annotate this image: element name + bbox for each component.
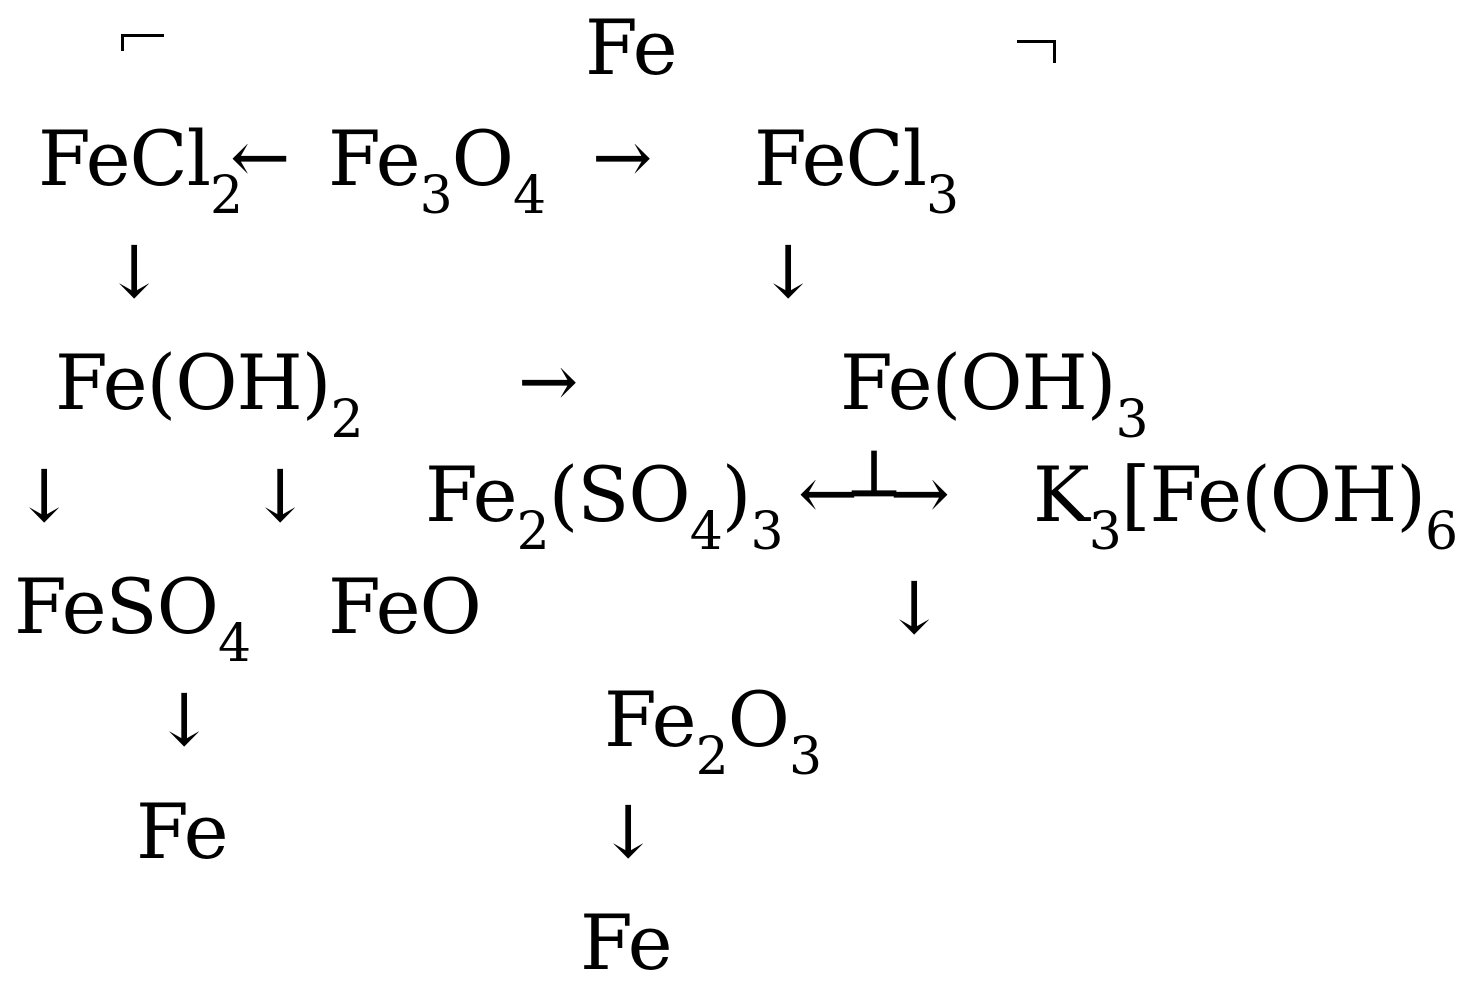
compound-feoh2: Fe(OH)2 xyxy=(55,345,364,447)
compound-fecl2: FeCl2 xyxy=(38,121,243,223)
compound-fe2o3: Fe2O3 xyxy=(604,682,822,784)
fe2so43-subscript-2: 4 xyxy=(689,502,723,562)
k3feoh6-subscript-2: 6 xyxy=(1424,502,1458,562)
fe-bottom-left-text: Fe xyxy=(136,787,229,876)
fecl2-text: FeCl xyxy=(38,114,211,203)
feoh2-text: Fe(OH) xyxy=(55,338,331,427)
compound-fe-top: Fe xyxy=(585,10,678,86)
compound-feoh3: Fe(OH)3 xyxy=(840,345,1149,447)
arrow-feoh2-to-feoh3: → xyxy=(518,339,579,423)
fe2o3-text-2: O xyxy=(727,675,790,764)
k3feoh6-subscript-1: 3 xyxy=(1088,502,1122,562)
fecl3-text: FeCl xyxy=(754,114,927,203)
fe3o4-subscript-2: 4 xyxy=(512,166,546,226)
compound-fecl3: FeCl3 xyxy=(754,121,959,223)
k3feoh6-text-2: [Fe(OH) xyxy=(1120,450,1426,539)
fe-top-text: Fe xyxy=(585,3,678,92)
feso4-text: FeSO xyxy=(14,562,219,651)
fecl2-subscript: 2 xyxy=(210,166,243,226)
arrow-feoh3-to-fe2o3: ↓ xyxy=(884,566,945,650)
bracket-corner-right xyxy=(1017,40,1056,63)
arrow-feoh2-to-feo: ↓ xyxy=(250,454,311,538)
arrow-feoh3-branch: ←┴→ xyxy=(798,451,950,535)
fe3o4-subscript-1: 3 xyxy=(419,166,453,226)
arrow-fecl2-down: ↓ xyxy=(104,230,165,314)
feo-text: FeO xyxy=(328,562,482,651)
feoh2-subscript: 2 xyxy=(330,390,363,450)
compound-fe3o4: Fe3O4 xyxy=(328,121,546,223)
fe-bottom-center-text: Fe xyxy=(580,898,673,987)
bracket-corner-left xyxy=(121,34,164,51)
feoh3-subscript: 3 xyxy=(1115,390,1148,450)
fecl3-subscript: 3 xyxy=(926,166,959,226)
arrow-fe2o3-to-fe: ↓ xyxy=(598,790,659,874)
fe3o4-text-2: O xyxy=(451,114,514,203)
feso4-subscript: 4 xyxy=(217,614,251,674)
compound-fe-bottom-center: Fe xyxy=(580,905,673,981)
fe2so43-text-2: (SO xyxy=(548,450,691,539)
fe2so43-subscript-3: 3 xyxy=(750,502,783,562)
iron-reaction-scheme: Fe FeCl2 ← Fe3O4 → FeCl3 ↓ ↓ Fe(OH)2 → F… xyxy=(14,9,1461,981)
compound-feso4: FeSO4 xyxy=(14,569,251,671)
k3feoh6-text-1: K xyxy=(1033,450,1090,539)
fe2so43-subscript-1: 2 xyxy=(516,502,550,562)
arrow-feso4-to-fe: ↓ xyxy=(154,678,215,762)
arrow-fecl3-down: ↓ xyxy=(758,230,819,314)
fe2o3-text-1: Fe xyxy=(604,675,697,764)
arrow-fe3o4-to-fecl2: ← xyxy=(230,115,291,199)
compound-feo: FeO xyxy=(328,569,482,645)
feoh3-text: Fe(OH) xyxy=(840,338,1116,427)
fe2o3-subscript-2: 3 xyxy=(788,727,822,787)
compound-fe2so43: Fe2(SO4)3 xyxy=(425,457,784,559)
arrow-feoh2-to-feso4: ↓ xyxy=(14,454,75,538)
fe2so43-text-3: ) xyxy=(721,450,752,539)
fe3o4-text-1: Fe xyxy=(328,114,421,203)
fe2so43-text-1: Fe xyxy=(425,450,518,539)
fe2o3-subscript-1: 2 xyxy=(695,727,729,787)
arrow-fe3o4-to-fecl3: → xyxy=(592,115,653,199)
compound-fe-bottom-left: Fe xyxy=(136,794,229,870)
compound-k3feoh6: K3[Fe(OH)6] xyxy=(1033,457,1461,559)
k3feoh6-text-3: ] xyxy=(1457,450,1461,539)
